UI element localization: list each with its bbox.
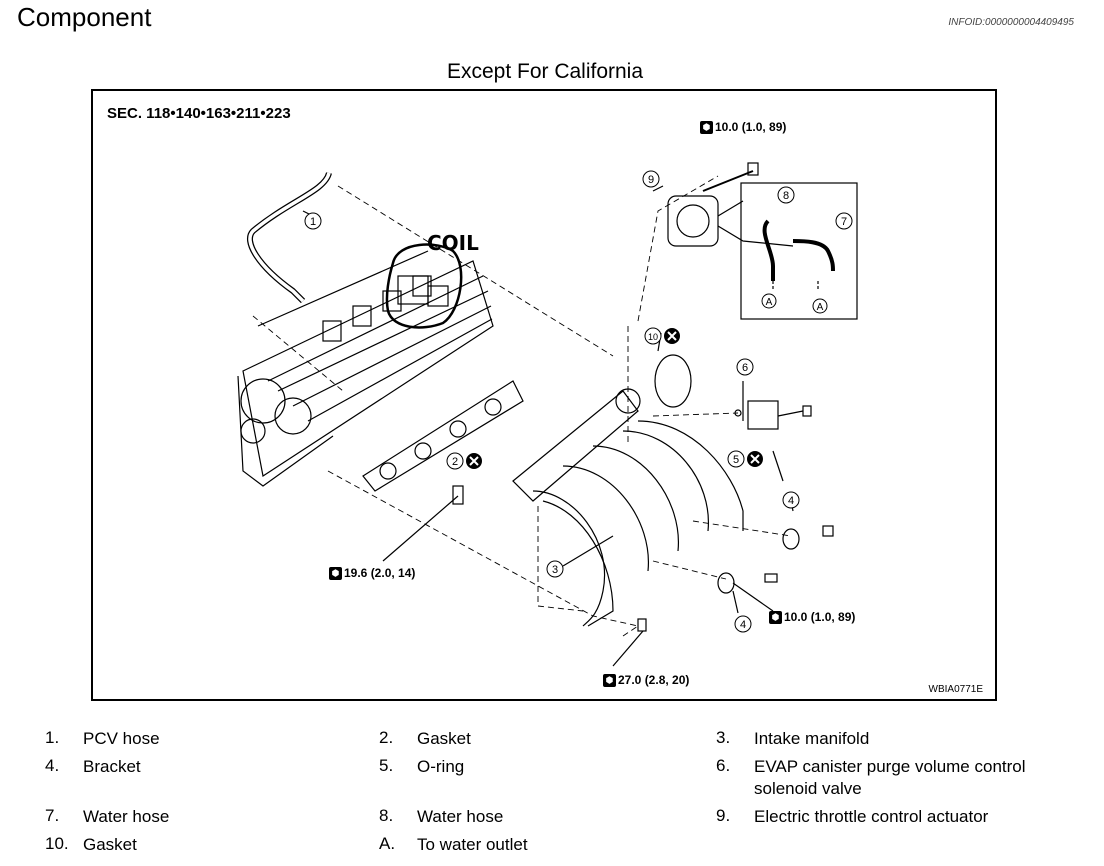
legend-item: 2.Gasket bbox=[379, 728, 471, 748]
info-id: INFOID:0000000004409495 bbox=[948, 17, 1074, 28]
legend-item: 10.Gasket bbox=[45, 834, 137, 854]
callout-3: 3 bbox=[546, 560, 564, 578]
svg-text:A: A bbox=[766, 297, 773, 308]
legend-item: 9.Electric throttle control actuator bbox=[716, 806, 989, 826]
section-label: SEC. 118•140•163•211•223 bbox=[107, 105, 291, 122]
engine-diagram: 1 2 3 4 4 5 6 7 8 9 10 A A bbox=[237, 162, 858, 667]
legend-item: 4.Bracket bbox=[45, 756, 141, 776]
callout-9: 9 bbox=[642, 170, 660, 188]
torque-top: ⬢10.0 (1.0, 89) bbox=[700, 120, 786, 134]
svg-text:4: 4 bbox=[788, 495, 794, 507]
cylinder-head bbox=[237, 250, 494, 487]
torque-wrench-icon: ⬢ bbox=[603, 673, 616, 687]
svg-text:7: 7 bbox=[841, 216, 847, 228]
intake-manifold bbox=[512, 388, 744, 627]
coil-label: COIL bbox=[427, 231, 479, 255]
svg-text:2: 2 bbox=[452, 456, 458, 468]
callout-2: 2 bbox=[446, 452, 464, 470]
do-not-reuse-icon bbox=[466, 328, 763, 469]
bracket-upper bbox=[782, 528, 800, 550]
callout-a1: A bbox=[761, 293, 777, 309]
legend-item: 7.Water hose bbox=[45, 806, 170, 826]
torque-wrench-icon: ⬢ bbox=[329, 566, 342, 580]
callout-a2: A bbox=[812, 298, 828, 314]
svg-text:10: 10 bbox=[648, 332, 658, 342]
svg-text:4: 4 bbox=[740, 619, 746, 631]
throttle-body bbox=[667, 195, 794, 247]
pcv-hose bbox=[246, 171, 332, 304]
svg-text:5: 5 bbox=[733, 454, 739, 466]
svg-text:1: 1 bbox=[310, 216, 316, 228]
torque-right: ⬢10.0 (1.0, 89) bbox=[769, 610, 855, 624]
torque-wrench-icon: ⬢ bbox=[769, 610, 782, 624]
callout-10: 10 bbox=[644, 327, 662, 345]
page-title: Component bbox=[17, 2, 152, 32]
callout-4b: 4 bbox=[734, 615, 752, 633]
svg-text:3: 3 bbox=[552, 564, 558, 576]
diagram-title: Except For California bbox=[446, 60, 644, 83]
evap-valve bbox=[747, 400, 779, 430]
svg-text:6: 6 bbox=[742, 362, 748, 374]
water-hose-box bbox=[740, 182, 858, 320]
coil-circle bbox=[385, 243, 463, 329]
throttle-gasket bbox=[654, 354, 692, 408]
legend-item: 8.Water hose bbox=[379, 806, 504, 826]
callout-7: 7 bbox=[835, 212, 853, 230]
torque-wrench-icon: ⬢ bbox=[700, 120, 713, 134]
callout-1: 1 bbox=[304, 212, 322, 230]
callout-6: 6 bbox=[736, 358, 754, 376]
legend-item: 1.PCV hose bbox=[45, 728, 160, 748]
torque-bottom: ⬢27.0 (2.8, 20) bbox=[603, 673, 689, 687]
callout-5: 5 bbox=[727, 450, 745, 468]
legend-item: A.To water outlet bbox=[379, 834, 528, 854]
torque-left: ⬢19.6 (2.0, 14) bbox=[329, 566, 415, 580]
legend-item: 5.O-ring bbox=[379, 756, 465, 776]
svg-text:9: 9 bbox=[648, 174, 654, 186]
svg-text:A: A bbox=[817, 302, 824, 313]
callout-8: 8 bbox=[777, 186, 795, 204]
legend-item: 3.Intake manifold bbox=[716, 728, 870, 748]
bracket-lower bbox=[717, 572, 735, 594]
figure-id: WBIA0771E bbox=[928, 684, 983, 695]
svg-text:8: 8 bbox=[783, 190, 789, 202]
legend-item: 6.EVAP canister purge volume control sol… bbox=[716, 756, 1026, 798]
diagram-frame: 1 2 3 4 4 5 6 7 8 9 10 A A SEC. 118•140•… bbox=[91, 89, 997, 701]
callout-4a: 4 bbox=[782, 491, 800, 509]
intake-gasket bbox=[362, 380, 524, 492]
